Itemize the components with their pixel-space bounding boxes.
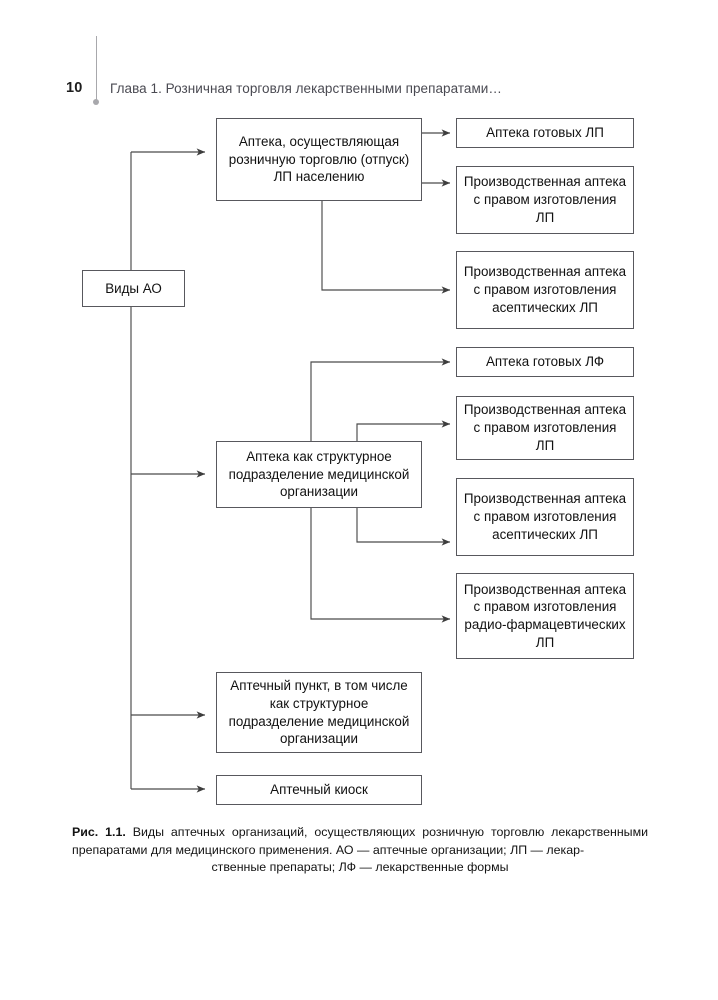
header-rule-dot-icon [93, 99, 99, 105]
node-retail-pharmacy-label: Аптека, осуществляющая розничную торговл… [228, 133, 410, 185]
node-retail-pharmacy[interactable]: Аптека, осуществляющая розничную торговл… [216, 118, 422, 201]
figure-caption-body: Виды аптечных организаций, осуществляющи… [72, 825, 649, 857]
figure-caption: Рис. 1.1. Виды аптечных организаций, осу… [72, 824, 648, 877]
chapter-title: Глава 1. Розничная торговля лекарственны… [110, 81, 502, 96]
node-ready-lp-pharmacy-label: Аптека готовых ЛП [486, 125, 604, 141]
figure-flowchart: Виды АО Аптека, осуществляющая розничную… [82, 118, 634, 805]
node-ready-lf-pharmacy[interactable]: Аптека готовых ЛФ [456, 347, 634, 377]
node-pharmacy-kiosk-label: Аптечный киоск [270, 782, 368, 798]
node-vidy-ao-label: Виды АО [105, 280, 162, 296]
running-head: 10 Глава 1. Розничная торговля лекарстве… [0, 0, 718, 120]
node-structural-subdivision-label: Аптека как структурное подразделение мед… [228, 448, 410, 500]
header-divider-rule [96, 36, 97, 101]
node-ready-lp-pharmacy[interactable]: Аптека готовых ЛП [456, 118, 634, 148]
node-production-aseptic-pharmacy-1[interactable]: Производственная аптека с правом изготов… [456, 251, 634, 329]
figure-caption-label: Рис. 1.1. [72, 825, 126, 839]
node-vidy-ao[interactable]: Виды АО [82, 270, 185, 307]
node-production-lp-pharmacy-2-label: Производственная аптека с правом изготов… [463, 402, 627, 453]
node-production-radiopharm-pharmacy-label: Производственная аптека с правом изготов… [463, 581, 627, 650]
node-pharmacy-point-label: Аптечный пункт, в том числе как структур… [228, 678, 410, 747]
node-pharmacy-point[interactable]: Аптечный пункт, в том числе как структур… [216, 672, 422, 753]
node-production-aseptic-pharmacy-1-label: Производственная аптека с правом изготов… [463, 264, 627, 315]
figure-caption-body-last-line: ственные препараты; ЛФ — лекарственные ф… [211, 860, 509, 875]
page-number: 10 [66, 80, 83, 96]
node-production-lp-pharmacy-1-label: Производственная аптека с правом изготов… [463, 174, 627, 225]
connector-lines [130, 129, 451, 793]
node-production-aseptic-pharmacy-2-label: Производственная аптека с правом изготов… [463, 491, 627, 542]
node-production-radiopharm-pharmacy[interactable]: Производственная аптека с правом изготов… [456, 573, 634, 659]
node-production-lp-pharmacy-1[interactable]: Производственная аптека с правом изготов… [456, 166, 634, 234]
node-production-aseptic-pharmacy-2[interactable]: Производственная аптека с правом изготов… [456, 478, 634, 556]
node-production-lp-pharmacy-2[interactable]: Производственная аптека с правом изготов… [456, 396, 634, 460]
node-ready-lf-pharmacy-label: Аптека готовых ЛФ [485, 354, 605, 370]
node-pharmacy-kiosk[interactable]: Аптечный киоск [216, 775, 422, 805]
node-structural-subdivision[interactable]: Аптека как структурное подразделение мед… [216, 441, 422, 508]
